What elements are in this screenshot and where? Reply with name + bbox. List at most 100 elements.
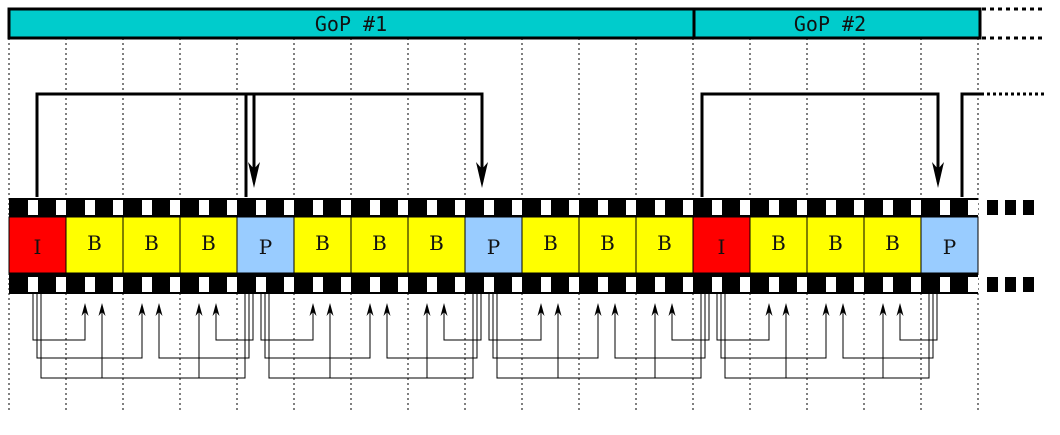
film-continuation-dash [1023,277,1034,292]
sprocket-hole [854,277,864,292]
backward-reference-line [716,294,770,341]
frame-cell [635,216,694,274]
backward-reference-line [40,294,200,379]
backward-reference-line [215,294,254,341]
sprocket-hole [28,277,38,292]
arrowhead [839,303,847,316]
backward-reference-line [614,294,706,359]
sprocket-hole [199,200,209,215]
arrowhead [594,303,602,316]
sprocket-hole [826,277,836,292]
sprocket-hole [56,277,66,292]
frame-cell [65,216,124,274]
sprocket-hole [113,277,123,292]
arrowhead [822,303,830,316]
backward-reference-line [329,294,474,379]
arrowhead [668,303,676,316]
sprocket-hole [883,277,893,292]
frame-label: B [657,231,672,255]
sprocket-hole [370,200,380,215]
sprocket-hole [712,277,722,292]
arrowhead [440,303,448,316]
sprocket-hole [427,277,437,292]
sprocket-hole [968,277,978,292]
gop-bar: GoP #1 GoP #2 [7,7,1044,40]
backward-reference-line [785,294,930,379]
sprocket-hole [484,200,494,215]
sprocket-hole [455,200,465,215]
sprocket-hole [712,200,722,215]
frame-label: B [372,231,387,255]
sprocket-hole [427,200,437,215]
film-continuation-dash [1023,200,1034,215]
frame-label: B [429,231,444,255]
arrowhead [309,303,317,316]
frame-cell [179,216,238,274]
backward-reference-line [724,294,884,379]
sprocket-hole [655,277,665,292]
frame-cell [407,216,466,274]
gop-2-box [692,7,982,40]
sprocket-hole [911,277,921,292]
forward-reference-line [700,92,940,197]
backward-reference-line [32,294,86,341]
arrowhead [326,303,334,316]
sprocket-hole [284,277,294,292]
sprocket-hole [256,277,266,292]
frame-label: I [718,235,726,259]
gop-1-label: GoP #1 [315,12,387,36]
sprocket-hole [940,277,950,292]
frame-label: B [315,231,330,255]
sprocket-hole [512,200,522,215]
sprocket-hole [85,277,95,292]
arrowhead [248,162,260,188]
sprocket-hole [28,200,38,215]
arrowhead [537,303,545,316]
backward-reference-arrows [32,294,938,379]
frame-label: B [87,231,102,255]
sprocket-hole [569,277,579,292]
backward-reference-line [557,294,702,379]
sprocket-hole [85,200,95,215]
arrowhead [879,303,887,316]
arrowhead [765,303,773,316]
sprocket-hole [854,200,864,215]
forward-reference-line [244,92,484,197]
sprocket-hole [968,200,978,215]
film-continuation-dash [987,200,998,215]
sprocket-hole [569,200,579,215]
sprocket-hole [113,200,123,215]
sprocket-hole [227,277,237,292]
sprocket-hole [598,200,608,215]
frame-cell [236,216,295,274]
film-continuation-dash [1005,277,1016,292]
backward-reference-line [492,294,599,359]
arrowhead [651,303,659,316]
arrowhead [423,303,431,316]
sprocket-hole [142,277,152,292]
backward-reference-line [260,294,314,341]
sprocket-hole [199,277,209,292]
arrowhead [81,303,89,316]
frame-cell [578,216,637,274]
frame-cell [920,216,979,274]
sprocket-hole [769,200,779,215]
arrowhead [611,303,619,316]
sprocket-hole [683,277,693,292]
sprocket-hole [398,200,408,215]
backward-reference-line [264,294,371,359]
sprocket-hole [313,200,323,215]
arrowhead [554,303,562,316]
frame-label: B [600,231,615,255]
sprocket-hole [484,277,494,292]
film-continuation-dash [1005,200,1016,215]
sprocket-hole [227,200,237,215]
sprocket-hole [341,200,351,215]
arrowhead [383,303,391,316]
sprocket-hole [826,200,836,215]
gop-2-label: GoP #2 [794,12,866,36]
backward-reference-line [496,294,656,379]
frame-label: B [885,231,900,255]
frame-label: B [828,231,843,255]
sprocket-hole [170,200,180,215]
